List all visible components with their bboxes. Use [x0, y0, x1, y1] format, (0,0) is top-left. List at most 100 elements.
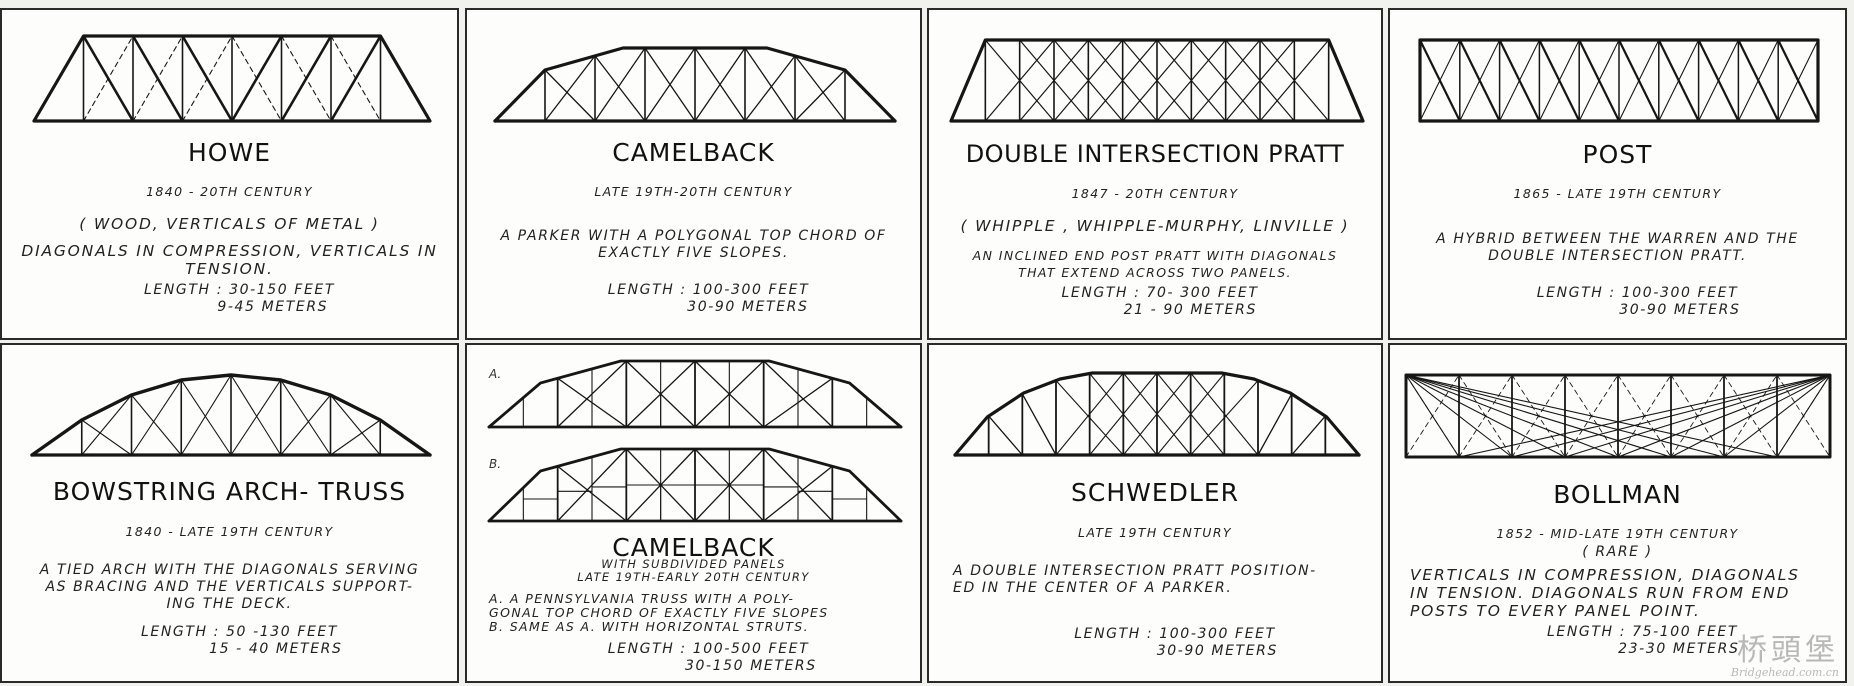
diagonal	[1190, 39, 1261, 122]
diagonal	[280, 394, 332, 456]
bollman-title: BOLLMAN	[1553, 480, 1682, 509]
diagonal	[1618, 39, 1660, 122]
dip-date: 1847 - 20TH CENTURY	[1071, 186, 1239, 201]
schwedler-date: LATE 19TH CENTURY	[1078, 525, 1232, 540]
diagonal	[1578, 39, 1620, 122]
bollman-length: LENGTH : 75-100 FEET 23-30 METERS	[1547, 624, 1740, 657]
dip-note: ( WHIPPLE , WHIPPLE-MURPHY, LINVILLE )	[960, 217, 1350, 235]
diagonal	[644, 47, 696, 122]
diagonal	[81, 394, 133, 456]
diagonal	[1698, 39, 1739, 122]
diagonal	[81, 419, 133, 456]
card-double-intersection-pratt: DOUBLE INTERSECTION PRATT 1847 - 20TH CE…	[927, 8, 1383, 340]
schwedler-truss-diagram	[953, 371, 1361, 457]
main-diagonal	[557, 360, 627, 428]
suspension-diagonal	[1405, 374, 1513, 458]
bowstring-truss-diagram	[30, 373, 432, 457]
diagonal	[594, 55, 646, 122]
dip-description: AN INCLINED END POST PRATT WITH DIAGONAL…	[972, 248, 1338, 280]
double-diagonal	[1190, 372, 1259, 456]
counter-diagonal	[1670, 374, 1725, 458]
counter-diagonal	[1458, 374, 1513, 458]
double-diagonal	[1055, 372, 1124, 456]
suspension-diagonal	[1405, 374, 1725, 458]
post-length: LENGTH : 100-300 FEET 30-90 METERS	[1536, 285, 1741, 318]
diagonal	[1087, 39, 1158, 122]
post-description: A HYBRID BETWEEN THE WARREN AND THE DOUB…	[1436, 231, 1799, 264]
bowstring-date: 1840 - LATE 19TH CENTURY	[125, 524, 334, 539]
card-howe: HOWE 1840 - 20TH CENTURY ( WOOD, VERTICA…	[0, 8, 459, 340]
camelback-subdivided-length: LENGTH : 100-500 FEET 30-150 METERS	[607, 641, 817, 674]
main-diagonal	[557, 448, 627, 522]
howe-description: DIAGONALS IN COMPRESSION, VERTICALS IN T…	[21, 242, 438, 278]
diagonal	[544, 55, 596, 122]
counter-diagonal	[330, 35, 382, 122]
diagonal	[1053, 39, 1124, 122]
suspension-diagonal	[1511, 374, 1831, 458]
camelback-length: LENGTH : 100-300 FEET 30-90 METERS	[607, 282, 810, 315]
double-diagonal	[1156, 372, 1225, 456]
watermark: 桥頭堡 Bridgehead.com.cn	[1731, 636, 1839, 680]
diagonal	[1291, 415, 1326, 456]
diagonal	[1419, 39, 1461, 122]
bowstring-length: LENGTH : 50 -130 FEET 15 - 40 METERS	[140, 624, 343, 657]
camelback-title: CAMELBACK	[612, 138, 775, 167]
diagonal	[130, 379, 182, 456]
label-a: A.	[489, 367, 502, 381]
camelback-subdivided-diagram	[487, 359, 903, 523]
howe-length: LENGTH : 30-150 FEET 9-45 METERS	[144, 282, 335, 315]
diagonal	[1257, 393, 1293, 456]
diagonal	[230, 374, 282, 456]
suspension-diagonal	[1405, 374, 1619, 458]
diagonal	[794, 55, 846, 122]
diagonal	[130, 394, 182, 456]
diagonal	[1021, 393, 1057, 456]
howe-note: ( WOOD, VERTICALS OF METAL )	[79, 215, 380, 233]
card-bollman: BOLLMAN 1852 - MID-LATE 19TH CENTURY ( R…	[1388, 343, 1847, 683]
counter-diagonal	[181, 35, 233, 122]
counter-diagonal	[1776, 374, 1831, 458]
diagonal	[230, 379, 282, 456]
schwedler-description: A DOUBLE INTERSECTION PRATT POSITION- ED…	[953, 563, 1317, 596]
camelback-subdivided-subtitle: WITH SUBDIVIDED PANELS LATE 19TH-EARLY 2…	[577, 557, 810, 584]
counter-diagonal	[132, 35, 184, 122]
diagonal	[1259, 39, 1330, 122]
diagonal	[984, 39, 1055, 122]
label-b: B.	[489, 457, 502, 471]
camelback-date: LATE 19TH-20TH CENTURY	[594, 184, 793, 199]
diagonal	[1019, 39, 1089, 122]
camelback-description: A PARKER WITH A POLYGONAL TOP CHORD OF E…	[500, 228, 887, 261]
bowstring-title: BOWSTRING ARCH- TRUSS	[52, 477, 407, 506]
double-diagonal	[1055, 380, 1124, 456]
bollman-truss-diagram	[1404, 373, 1832, 459]
post-date: 1865 - LATE 19TH CENTURY	[1513, 186, 1722, 201]
double-diagonal	[1089, 372, 1158, 456]
counter-diagonal	[231, 35, 283, 122]
howe-title: HOWE	[188, 138, 271, 167]
card-camelback-subdivided: A. B. CAMELBACK WITH SUBDIVIDED PANELS L…	[465, 343, 922, 683]
counter-diagonal	[1617, 374, 1672, 458]
counter-diagonal	[1723, 374, 1778, 458]
bollman-date: 1852 - MID-LATE 19TH CENTURY	[1496, 526, 1739, 541]
counter-diagonal	[1564, 374, 1619, 458]
bollman-note: ( RARE )	[1582, 544, 1653, 560]
dip-length: LENGTH : 70- 300 FEET 21 - 90 METERS	[1061, 285, 1259, 318]
diagonal	[329, 394, 381, 456]
main-diagonal	[763, 448, 833, 522]
diagonal	[1777, 39, 1819, 122]
suspension-diagonal	[1723, 374, 1831, 458]
diagonal	[794, 69, 846, 122]
counter-diagonal	[82, 35, 134, 122]
diagonal	[694, 47, 746, 122]
dip-title: DOUBLE INTERSECTION PRATT	[965, 140, 1345, 168]
camelback-subdivided-title: CAMELBACK	[612, 533, 775, 562]
diagonal	[1122, 39, 1192, 122]
diagonal	[329, 419, 381, 456]
schwedler-title: SCHWEDLER	[1071, 478, 1239, 507]
card-schwedler: SCHWEDLER LATE 19TH CENTURY A DOUBLE INT…	[927, 343, 1383, 683]
diagonal	[1737, 39, 1779, 122]
bollman-description: VERTICALS IN COMPRESSION, DIAGONALS IN T…	[1410, 566, 1800, 620]
howe-date: 1840 - 20TH CENTURY	[146, 184, 313, 199]
camelback-truss-diagram	[493, 46, 897, 123]
schwedler-length: LENGTH : 100-300 FEET 30-90 METERS	[1074, 626, 1278, 659]
